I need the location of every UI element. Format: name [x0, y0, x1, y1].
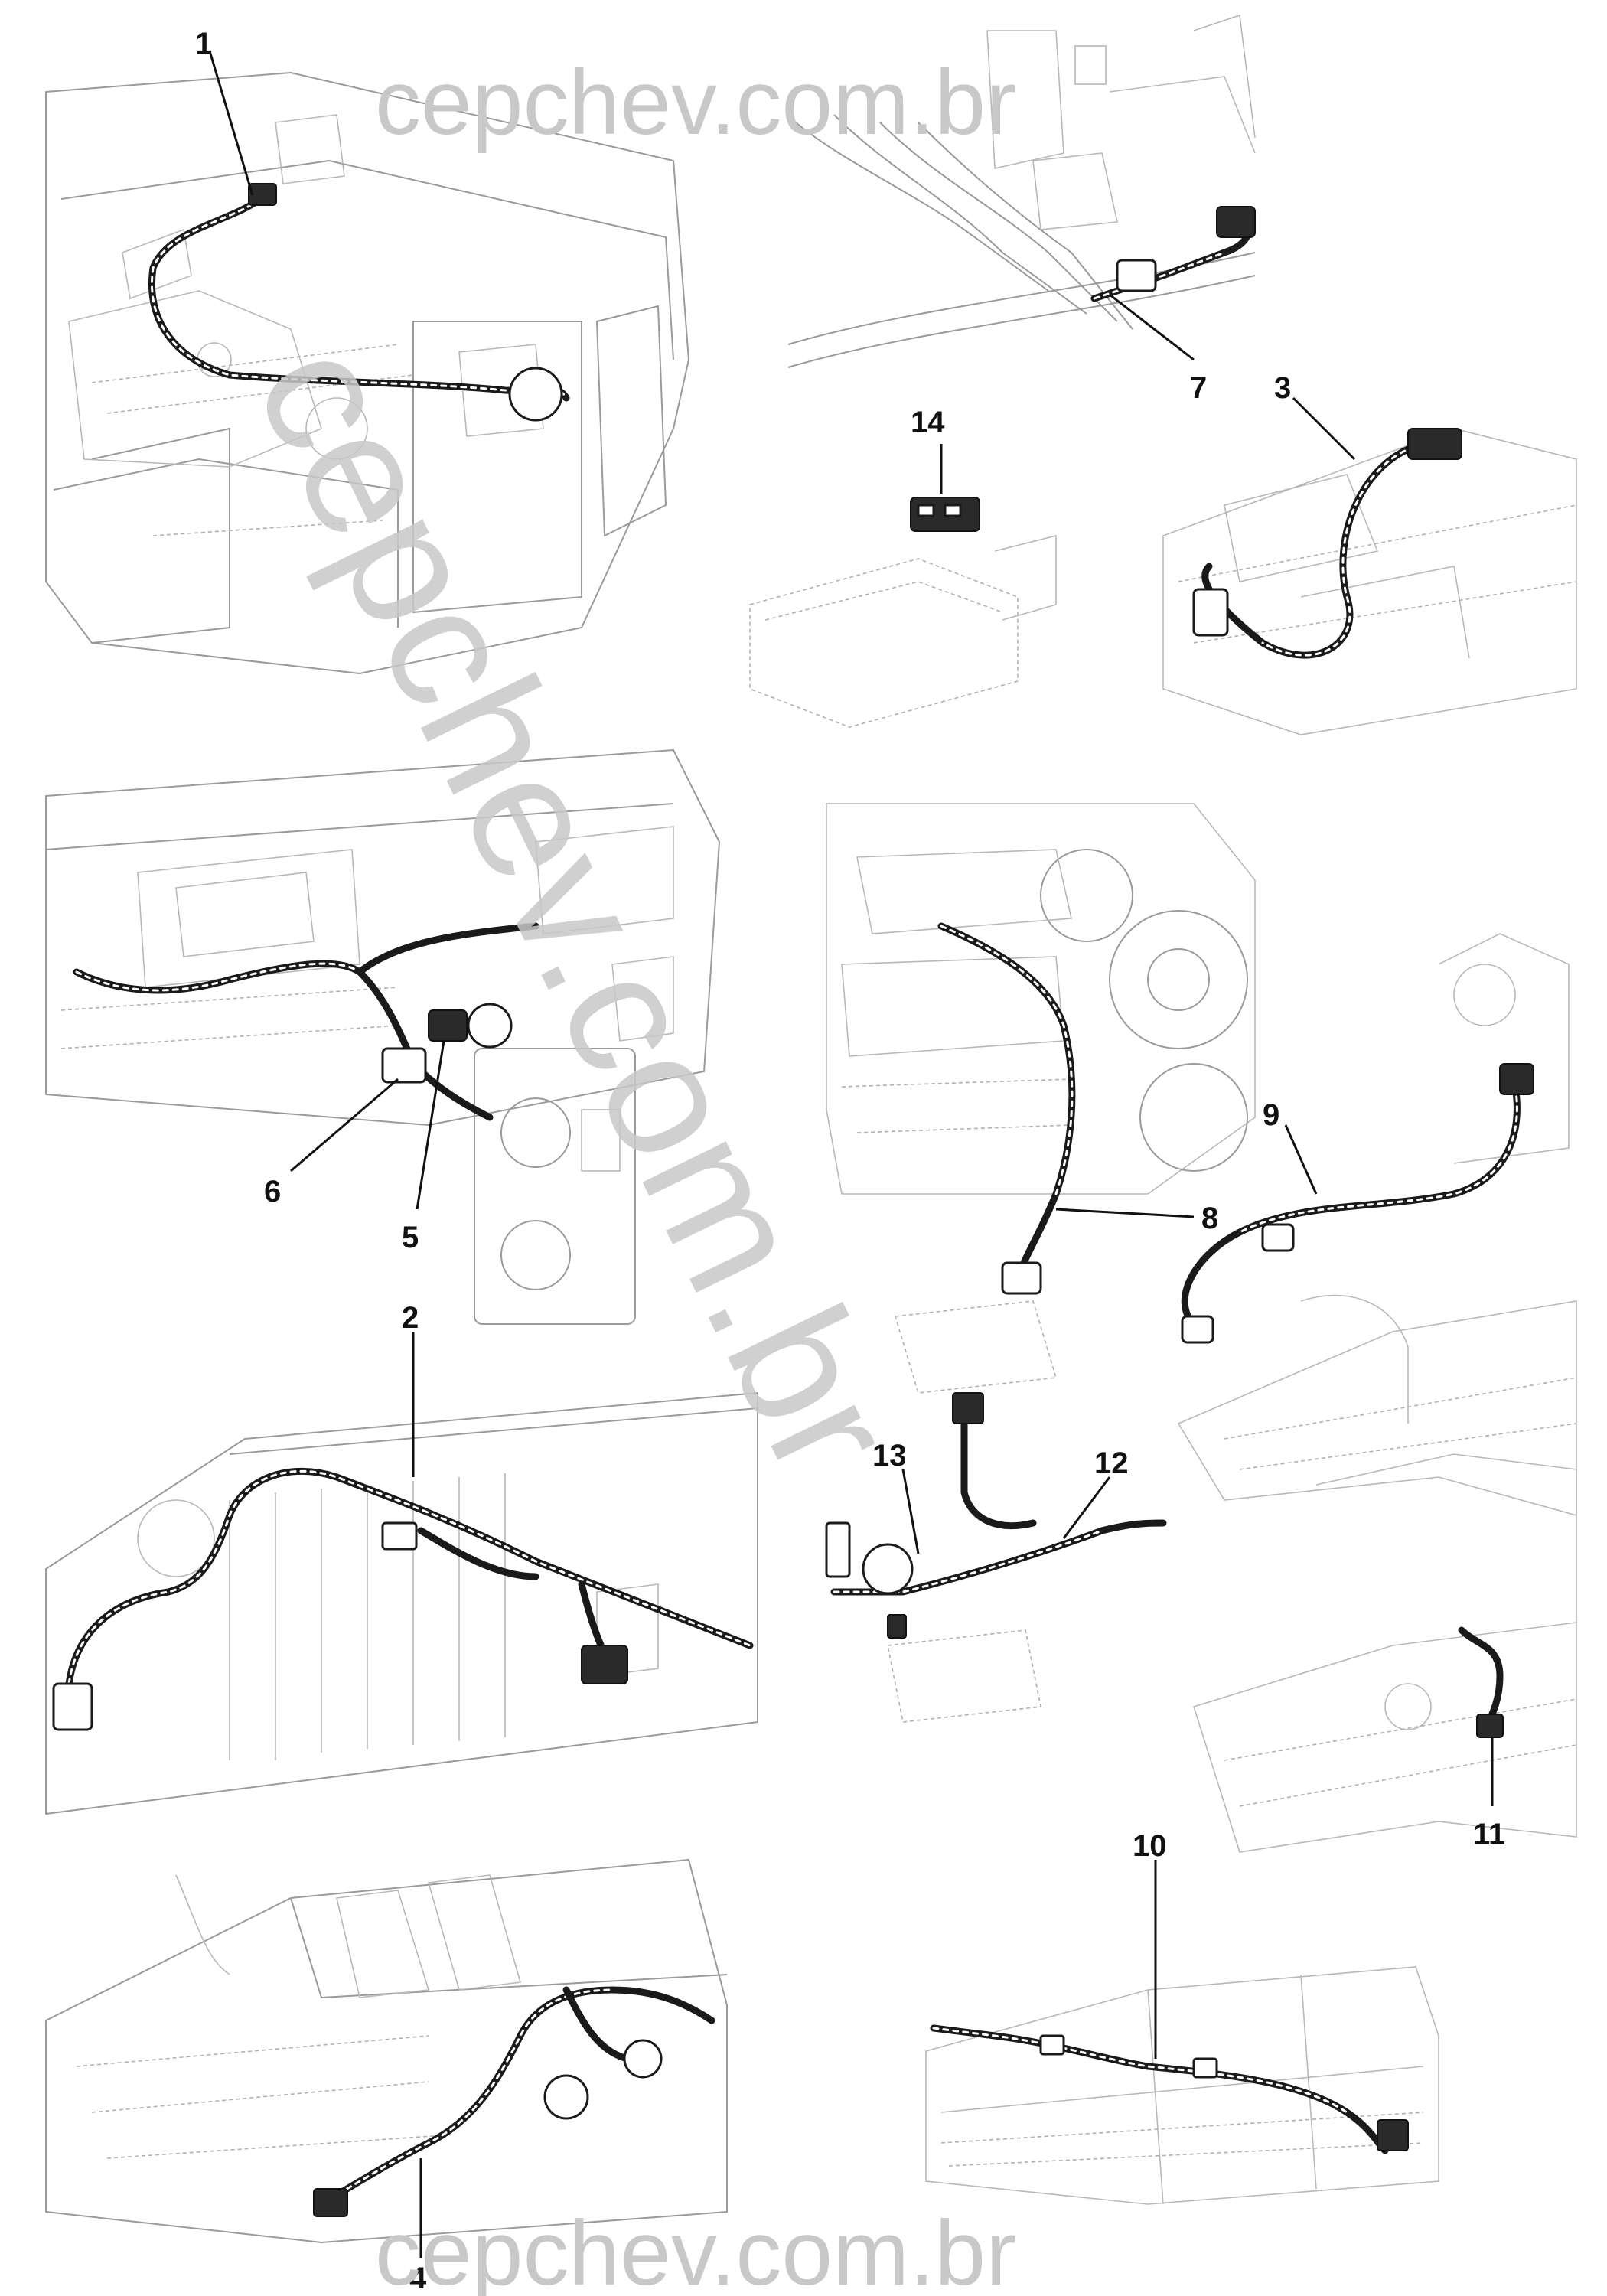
callout-12: 12 — [1094, 1446, 1129, 1480]
panel-4-underhood: 4 — [45, 1859, 728, 2295]
callout-14: 14 — [911, 406, 945, 439]
callout-10: 10 — [1133, 1829, 1167, 1863]
callout-8: 8 — [1201, 1202, 1218, 1235]
panel-5-6-dash: 6 5 — [45, 749, 720, 1325]
panel-1-engine-bay: 1 — [45, 27, 689, 674]
callout-13: 13 — [872, 1439, 907, 1473]
panel-10-rear: 10 — [925, 1829, 1439, 2205]
panel-8-engine: 8 — [826, 803, 1256, 1295]
callout-11: 11 — [1473, 1818, 1505, 1851]
watermark-top: cepchev.com.br — [375, 51, 1016, 154]
panel-3-sensor: 3 — [1162, 371, 1577, 735]
callout-9: 9 — [1263, 1098, 1279, 1132]
panel-14-module: 14 — [749, 406, 1057, 728]
watermark-diagonal: cepchev.com.br — [219, 313, 934, 1504]
callout-4: 4 — [409, 2262, 427, 2295]
callout-6: 6 — [264, 1175, 281, 1208]
callout-7: 7 — [1190, 371, 1207, 405]
watermark-bottom: cepchev.com.br — [375, 2202, 1016, 2296]
callout-5: 5 — [402, 1221, 419, 1254]
panel-9-transmission: 9 — [1177, 933, 1577, 1517]
callout-1: 1 — [195, 27, 212, 60]
panel-2-radiator: 2 — [45, 1301, 758, 1815]
panel-12-13-valve-body: 13 12 — [825, 1300, 1167, 1723]
panel-7-ignition: 7 — [787, 14, 1256, 405]
callout-2: 2 — [402, 1301, 419, 1335]
callout-3: 3 — [1274, 371, 1291, 405]
panel-11-sensor: 11 — [1192, 1453, 1577, 1853]
